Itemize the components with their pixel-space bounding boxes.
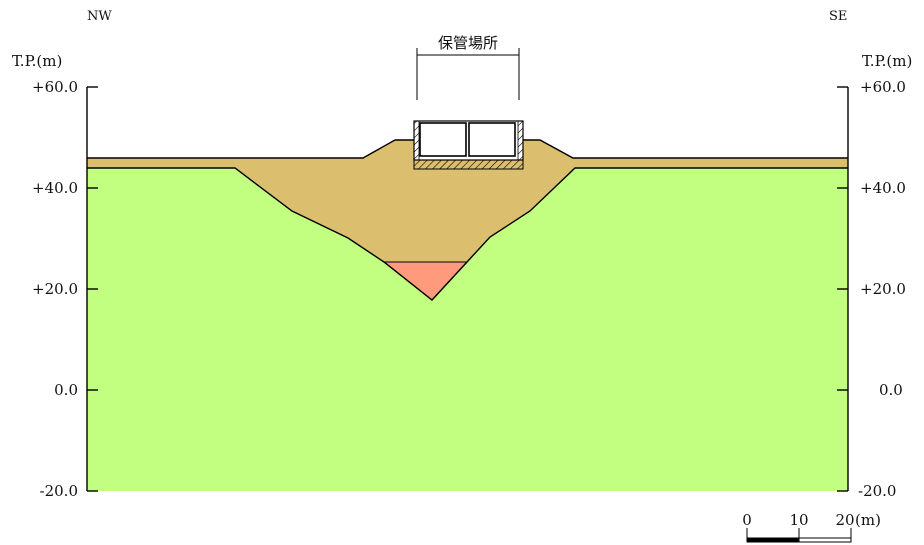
left-axis bbox=[86, 86, 98, 492]
rock-boundary-line bbox=[87, 167, 848, 301]
scale-label-0: 0 bbox=[742, 511, 752, 529]
tick-right-0: 0.0 bbox=[879, 381, 903, 399]
axis-title-right: T.P.(m) bbox=[862, 52, 912, 70]
tick-left-0: 0.0 bbox=[54, 381, 78, 399]
tick-right-40: +40.0 bbox=[860, 179, 906, 197]
facility-wall-right bbox=[517, 120, 524, 161]
tick-left-minus20: -20.0 bbox=[40, 482, 78, 500]
storage-facility bbox=[413, 120, 524, 170]
axis-title-left: T.P.(m) bbox=[12, 52, 62, 70]
storage-container-right bbox=[468, 122, 516, 157]
bedrock-layer bbox=[87, 168, 848, 491]
fill-soil-layer bbox=[87, 140, 848, 262]
tick-left-20: +20.0 bbox=[32, 280, 78, 298]
tick-left-40: +40.0 bbox=[32, 179, 78, 197]
scale-label-20: 20 bbox=[835, 511, 854, 529]
storage-container-left bbox=[419, 122, 467, 157]
tick-left-60: +60.0 bbox=[32, 78, 78, 96]
scale-label-10: 10 bbox=[789, 511, 808, 529]
facility-dimension bbox=[416, 48, 520, 100]
tick-right-20: +20.0 bbox=[860, 280, 906, 298]
tick-right-60: +60.0 bbox=[860, 78, 906, 96]
scale-bar bbox=[746, 528, 852, 543]
ground-surface-line bbox=[87, 139, 848, 159]
direction-se-label: SE bbox=[829, 9, 847, 24]
facility-foundation bbox=[413, 159, 524, 170]
direction-nw-label: NW bbox=[87, 9, 112, 24]
scale-unit: (m) bbox=[855, 511, 881, 529]
tick-right-minus20: -20.0 bbox=[858, 482, 896, 500]
facility-wall-left bbox=[413, 120, 420, 161]
right-axis bbox=[837, 86, 849, 492]
facility-label: 保管場所 bbox=[438, 34, 498, 52]
